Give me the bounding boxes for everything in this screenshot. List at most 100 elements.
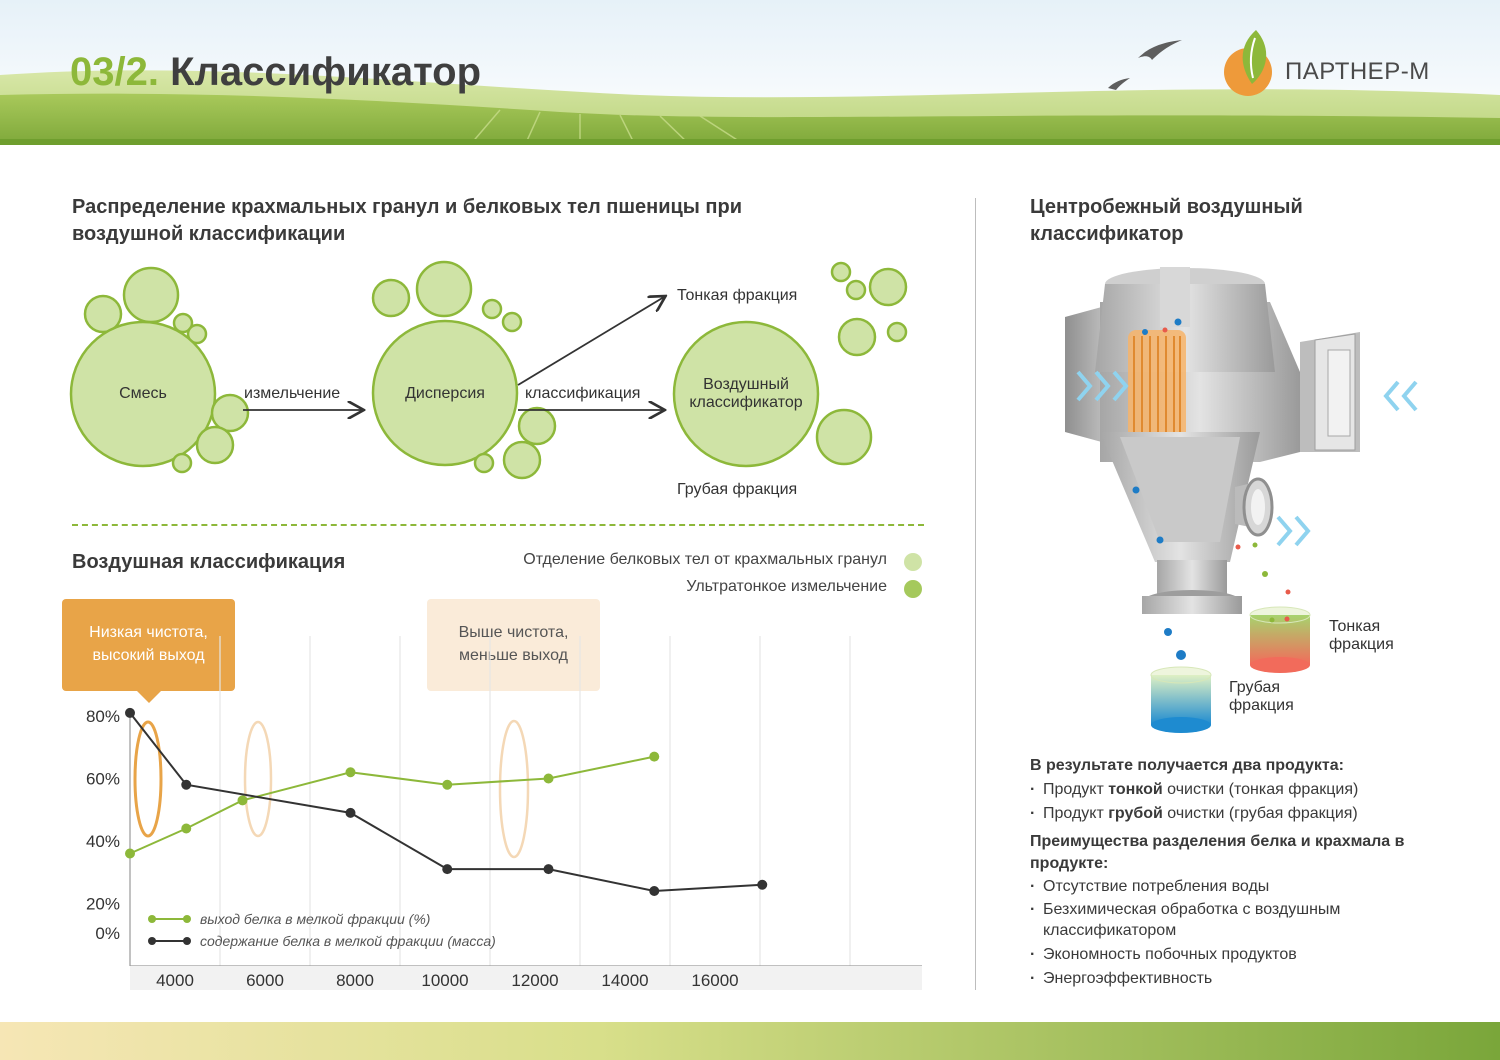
list-item: Отсутствие потребления воды	[1030, 875, 1450, 899]
y-tick-label: 40%	[86, 832, 120, 851]
callout-pointer	[136, 690, 162, 703]
item-bold: тонкой	[1108, 781, 1163, 798]
coarse-fraction-label: Грубая фракция	[677, 481, 798, 498]
dispersion-circle	[371, 319, 519, 467]
legend-label: содержание белка в мелкой фракции (масса…	[200, 933, 496, 949]
footer-gradient	[0, 1022, 1500, 1060]
callout-high-purity: Выше чистота, меньше выход	[427, 599, 600, 691]
callout-low-text: Низкая чистота, высокий выход	[89, 624, 208, 664]
logo-text: ПАРТНЕР-М	[1285, 58, 1430, 85]
list-item: Продукт тонкой очистки (тонкая фракция)	[1030, 778, 1450, 802]
granule	[886, 321, 908, 343]
title-text: Классификатор	[170, 50, 482, 94]
list-item: Безхимическая обработка с воздушным клас…	[1030, 899, 1450, 941]
item-text: Продукт	[1043, 805, 1109, 822]
y-tick-label: 20%	[86, 895, 120, 914]
granule	[815, 408, 873, 466]
fine-fraction-label: Тонкая фракция	[677, 287, 798, 304]
y-tick-label: 60%	[86, 770, 120, 789]
granule	[415, 260, 473, 318]
data-point	[543, 773, 554, 784]
x-tick-label: 8000	[336, 971, 374, 990]
data-point	[345, 767, 356, 778]
granule	[210, 393, 250, 433]
arrow-fine-fraction	[517, 297, 664, 386]
fine-fraction-caption: Тонкая фракция	[1329, 618, 1394, 653]
granule	[171, 452, 193, 474]
series-line	[129, 755, 655, 855]
product-list: Продукт тонкой очистки (тонкая фракция) …	[1030, 778, 1450, 826]
title-number: 03/2.	[70, 50, 159, 94]
item-text: очистки (тонкая фракция)	[1162, 781, 1359, 798]
partner-m-logo-icon	[1224, 30, 1272, 96]
column-divider	[975, 198, 976, 990]
coarse-fraction-caption: Грубая фракция	[1229, 679, 1294, 714]
granule	[83, 294, 123, 334]
granule	[868, 267, 908, 307]
legend-marker	[148, 937, 156, 945]
node-classifier-label: Воздушный классификатор	[689, 376, 803, 411]
classification-diagram	[69, 260, 908, 480]
data-point	[442, 864, 453, 875]
x-tick-label: 10000	[421, 971, 468, 990]
top-legend-label: Ультратонкое измельчение	[686, 578, 887, 595]
granule	[172, 312, 194, 334]
arrow-grinding-label: измельчение	[244, 385, 341, 402]
top-legend-label: Отделение белковых тел от крахмальных гр…	[523, 551, 887, 568]
highlight-ellipse	[133, 720, 163, 838]
results-section: В результате получается два продукта: Пр…	[1030, 754, 1450, 991]
x-tick-label: 16000	[691, 971, 738, 990]
data-point	[181, 823, 192, 834]
diagram-title: Распределение крахмальных гранул и белко…	[72, 196, 743, 245]
data-point	[649, 886, 660, 896]
node-dispersion-label: Дисперсия	[405, 385, 485, 402]
chart-heading: Воздушная классификация	[72, 551, 346, 573]
legend-label: выход белка в мелкой фракции (%)	[200, 911, 430, 927]
granule	[517, 406, 557, 446]
granule	[195, 425, 235, 465]
data-point	[757, 879, 768, 890]
x-tick-label: 6000	[246, 971, 284, 990]
list-item: Экономность побочных продуктов	[1030, 943, 1450, 967]
granule	[371, 278, 411, 318]
section-divider	[72, 524, 924, 526]
item-text: очистки (грубая фракция)	[1162, 805, 1358, 822]
data-point	[649, 751, 660, 762]
granule	[122, 266, 180, 324]
bird-icon	[1138, 40, 1182, 60]
mix-circle	[69, 320, 217, 468]
advantages-heading: Преимущества разделения белка и крахмала…	[1030, 833, 1405, 872]
callout-high-text: Выше чистота, меньше выход	[458, 624, 569, 664]
highlight-ellipse	[243, 720, 273, 838]
granule	[501, 311, 523, 333]
legend-marker	[148, 915, 156, 923]
data-point	[125, 848, 135, 859]
highlight-ellipse	[498, 719, 530, 859]
item-text: Продукт	[1043, 781, 1109, 798]
x-tick-label: 4000	[156, 971, 194, 990]
advantages-list: Отсутствие потребления воды Безхимическа…	[1030, 875, 1450, 991]
list-item: Продукт грубой очистки (грубая фракция)	[1030, 802, 1450, 826]
centrifugal-classifier-illustration	[1065, 267, 1418, 733]
list-item: Энергоэффективность	[1030, 967, 1450, 991]
granule	[186, 323, 208, 345]
legend-marker	[183, 937, 191, 945]
top-legend-dot	[904, 553, 922, 571]
callout-low-purity: Низкая чистота, высокий выход	[62, 599, 235, 691]
top-legend-dot	[904, 580, 922, 598]
item-bold: грубой	[1108, 805, 1163, 822]
data-point	[442, 779, 453, 790]
granule	[481, 298, 503, 320]
data-point	[181, 779, 192, 790]
granule	[473, 452, 495, 474]
legend-marker	[183, 915, 191, 923]
page-title: 03/2. Классификатор	[70, 50, 481, 95]
bird-icon	[1108, 78, 1130, 90]
node-mix-label: Смесь	[119, 385, 167, 402]
data-point	[345, 807, 356, 818]
classifier-circle	[672, 320, 820, 468]
granule	[837, 317, 877, 357]
y-tick-label: 80%	[86, 707, 120, 726]
footer-banner	[0, 1022, 1500, 1060]
data-point	[237, 795, 248, 806]
